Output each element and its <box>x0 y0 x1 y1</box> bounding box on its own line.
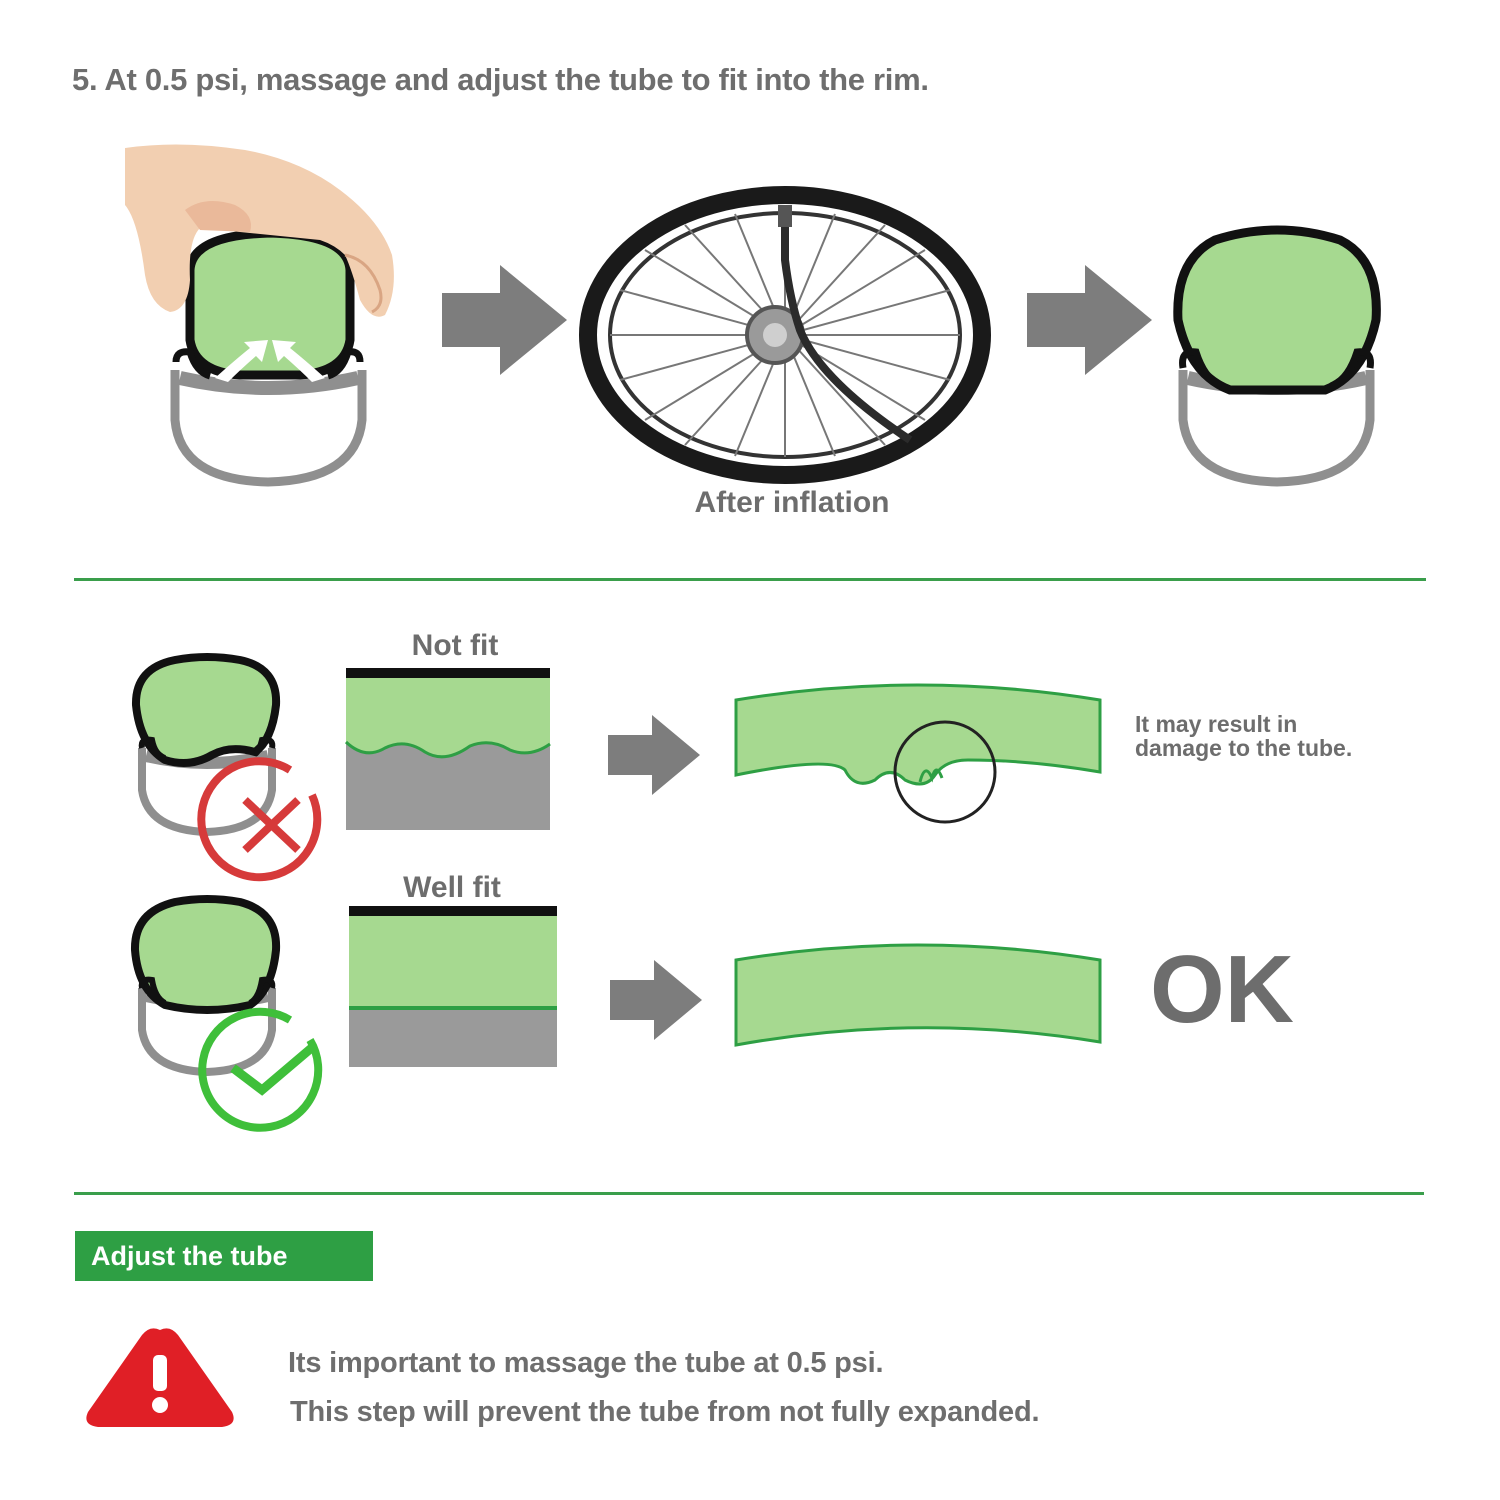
ok-label: OK <box>1150 936 1294 1043</box>
arrow-right-icon <box>610 960 702 1040</box>
warning-triangle-icon <box>86 1328 234 1427</box>
note-line-2: This step will prevent the tube from not… <box>290 1396 1040 1428</box>
warning-text-line1: It may result in <box>1135 711 1297 737</box>
inflated-tube-illustration <box>1173 225 1381 487</box>
damaged-tube-strip <box>734 683 1102 824</box>
note-line-1: Its important to massage the tube at 0.5… <box>288 1347 884 1379</box>
section-divider <box>74 1192 1424 1195</box>
arrow-right-icon <box>442 265 567 375</box>
hand-massage-illustration <box>125 144 394 487</box>
warning-text-line2: damage to the tube. <box>1135 735 1352 761</box>
adjust-tube-badge: Adjust the tube <box>75 1231 373 1281</box>
well-fit-cross-section <box>130 895 281 1077</box>
well-fit-block <box>349 906 557 1067</box>
error-icon <box>197 757 322 882</box>
bicycle-wheel-illustration <box>579 186 991 484</box>
check-icon <box>198 1007 323 1132</box>
section-divider <box>74 578 1426 581</box>
not-fit-block <box>344 668 551 830</box>
arrow-right-icon <box>608 715 700 795</box>
after-inflation-caption: After inflation <box>695 486 890 519</box>
well-fit-label: Well fit <box>403 871 501 904</box>
arrow-right-icon <box>1027 265 1152 375</box>
intact-tube-strip <box>734 943 1102 1047</box>
not-fit-label: Not fit <box>412 629 499 662</box>
step-title: 5. At 0.5 psi, massage and adjust the tu… <box>72 62 929 97</box>
